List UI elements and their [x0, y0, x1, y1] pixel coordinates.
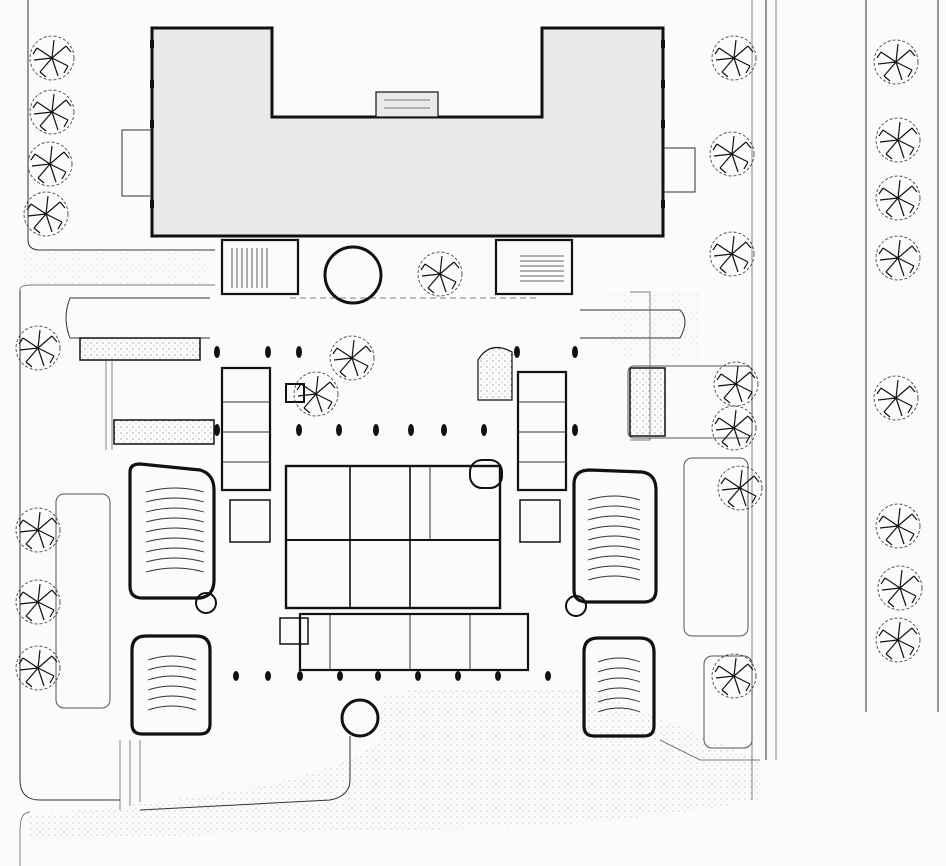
covered-walkways — [65, 297, 686, 445]
central-block — [279, 459, 530, 672]
west-auditorium-north — [128, 462, 217, 614]
east-wing-rooms — [477, 346, 568, 543]
west-auditorium-south — [130, 634, 212, 736]
entrance-stair-right — [494, 238, 574, 296]
entrance-stair-left — [220, 238, 300, 296]
east-auditorium-north — [565, 468, 658, 617]
trees-far-east — [873, 39, 923, 663]
trees-west-edge — [15, 35, 75, 691]
east-auditorium-south — [582, 636, 656, 738]
west-wing-rooms — [220, 366, 305, 543]
north-hall-building — [121, 26, 696, 238]
trees-east-street — [709, 35, 763, 699]
landscape-plots — [55, 365, 753, 749]
rotunda-north — [323, 245, 383, 305]
street-lines — [19, 0, 939, 866]
rotunda-south — [340, 698, 380, 738]
stippled-landscape — [20, 250, 760, 840]
trees-courtyard — [293, 251, 463, 417]
colonnade — [214, 346, 578, 681]
